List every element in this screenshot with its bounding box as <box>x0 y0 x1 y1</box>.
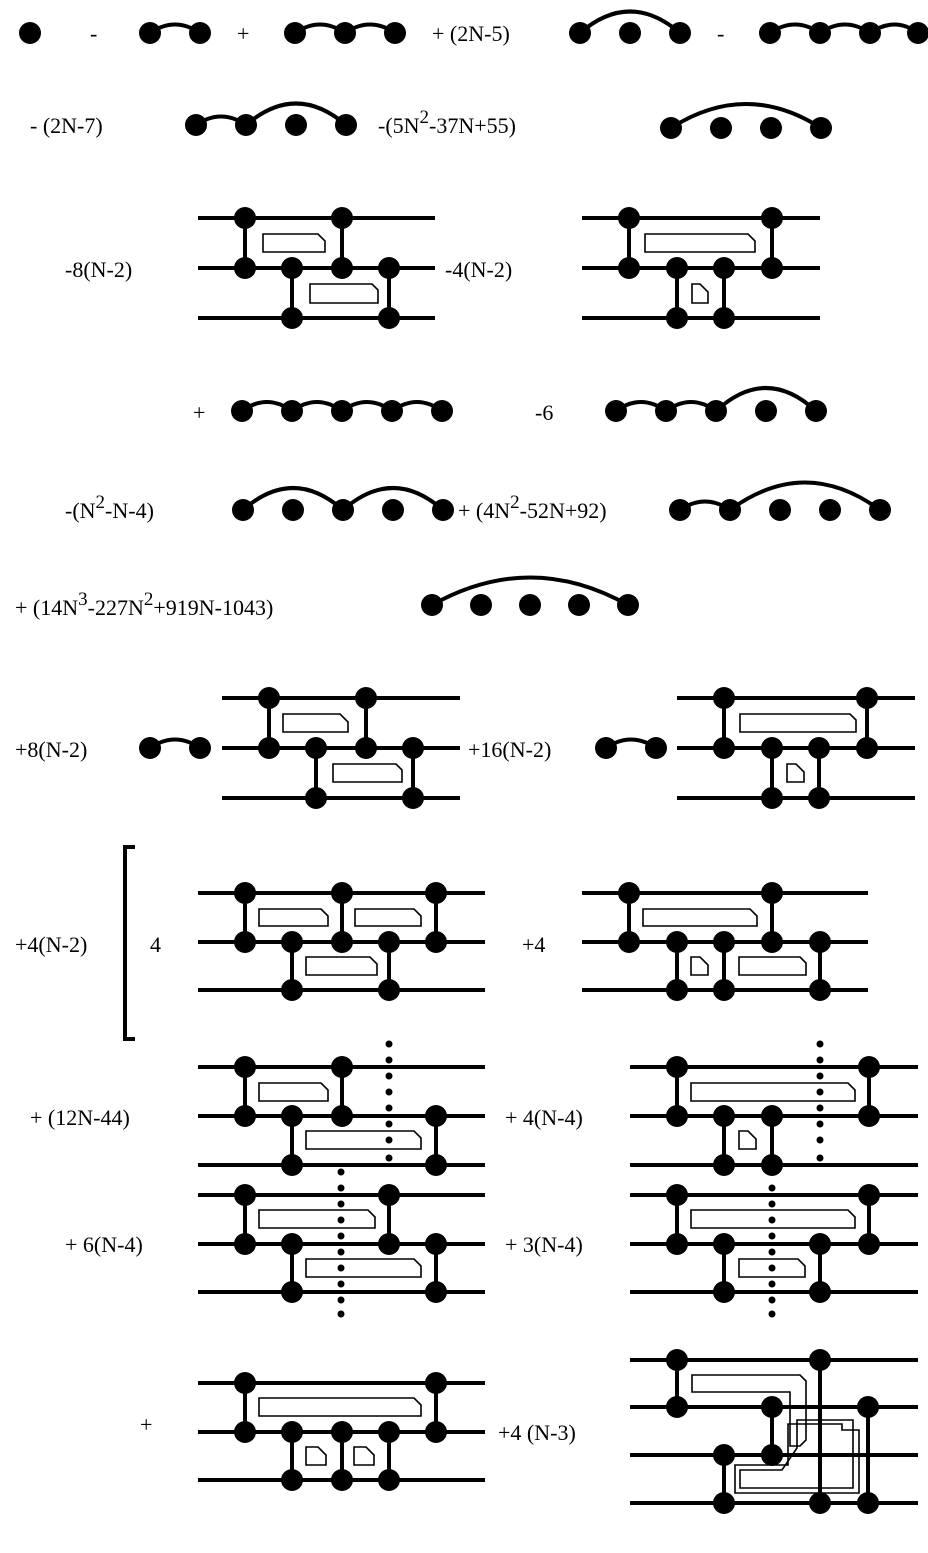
row6-chain <box>421 575 639 616</box>
row6-coef: + (14N3-227N2+919N-1043) <box>15 589 273 620</box>
row5-coef-a: -(N2-N-4) <box>65 492 154 523</box>
row1-minus-a: - <box>90 21 97 46</box>
row8-coef-a: 4 <box>150 932 161 957</box>
bracket <box>123 845 135 1041</box>
row9-diagram-b <box>630 1040 918 1176</box>
row7-diagram-b <box>677 687 915 809</box>
row10-coef-b: + 3(N-4) <box>505 1232 583 1257</box>
row1-coef-a: + (2N-5) <box>432 21 510 46</box>
row10-coef-a: + 6(N-4) <box>65 1232 143 1257</box>
row8-coef-b: +4 <box>522 932 545 957</box>
row1-chain-3 <box>284 22 406 44</box>
row10-diagram-a <box>198 1168 485 1318</box>
row7-coef-b: +16(N-2) <box>468 737 551 762</box>
row4-coef-b: -6 <box>535 400 553 425</box>
row3-diagram-b <box>582 207 820 329</box>
row4-coef-a: + <box>193 400 205 425</box>
row1-plus-a: + <box>237 21 249 46</box>
row8-diagram-a <box>198 882 485 1001</box>
row1-chain-4 <box>569 9 691 44</box>
row3-diagram-a <box>198 207 435 329</box>
row4-chain-2 <box>605 386 827 422</box>
row2-coef-a: - (2N-7) <box>30 113 103 138</box>
row2-chain-1 <box>185 101 357 136</box>
row11-coef-b: +4 (N-3) <box>498 1420 576 1445</box>
row2-chain-2 <box>660 102 832 139</box>
row1-minus-b: - <box>717 21 724 46</box>
row10-diagram-b <box>630 1168 918 1318</box>
row5-chain-2 <box>669 480 891 521</box>
row3-coef-b: -4(N-2) <box>445 257 512 282</box>
row8-bracket-coef: +4(N-2) <box>15 932 87 957</box>
row11-coef-a: + <box>140 1412 152 1437</box>
row11-diagram-a <box>198 1372 485 1491</box>
row3-coef-a: -8(N-2) <box>65 257 132 282</box>
row2-coef-b: -(5N2-37N+55) <box>378 107 516 138</box>
row7-pair-2 <box>595 737 667 759</box>
row1-chain-5 <box>759 22 928 44</box>
row1-chain-2 <box>139 22 211 44</box>
row7-pair-1 <box>139 737 211 759</box>
row1-chain-1 <box>19 22 41 44</box>
row7-diagram-a <box>222 687 460 809</box>
row9-diagram-a <box>198 1040 485 1176</box>
row5-coef-b: + (4N2-52N+92) <box>458 492 607 523</box>
row9-coef-a: + (12N-44) <box>30 1105 130 1130</box>
row4-chain-1 <box>231 400 453 422</box>
row8-diagram-b <box>582 882 868 1001</box>
row11-diagram-b <box>630 1349 918 1514</box>
row9-coef-b: + 4(N-4) <box>505 1105 583 1130</box>
row5-chain-1 <box>232 486 454 521</box>
row7-coef-a: +8(N-2) <box>15 737 87 762</box>
